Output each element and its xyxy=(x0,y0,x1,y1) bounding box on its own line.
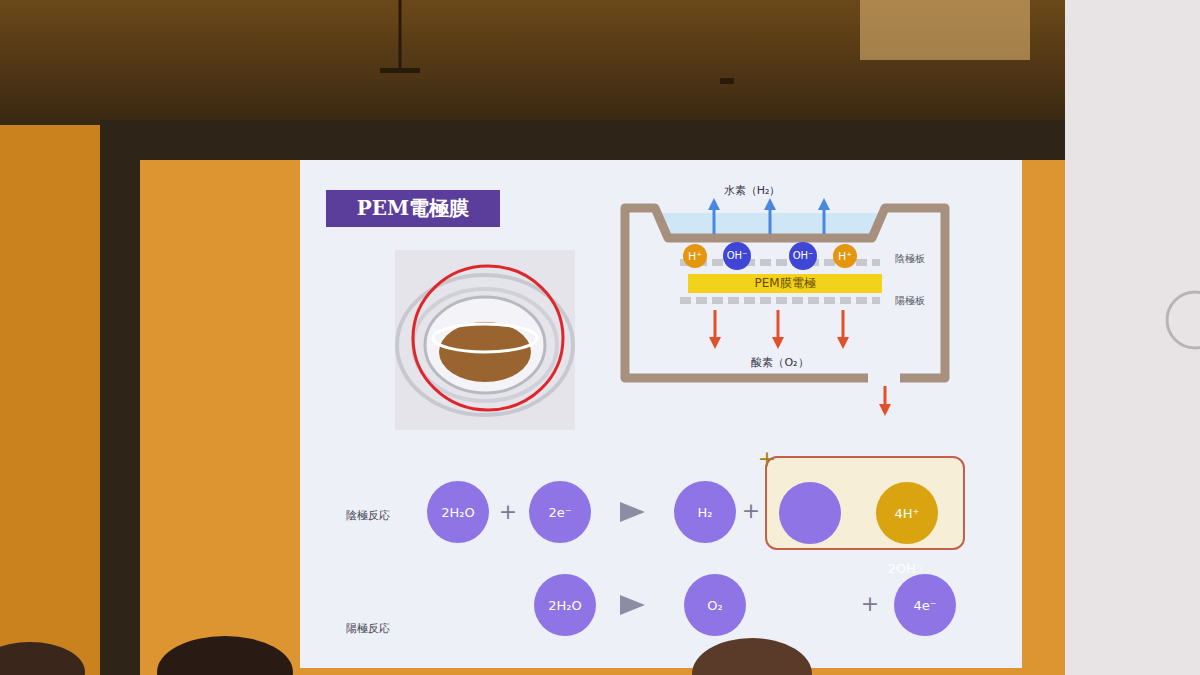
node-text: O₂ xyxy=(707,598,722,613)
ion-circle: H⁺ xyxy=(833,244,857,268)
node-text: OH⁻ xyxy=(727,250,748,261)
electron-circle: 4e⁻ xyxy=(894,574,956,636)
ceiling xyxy=(0,0,1200,125)
device-button xyxy=(1167,292,1200,348)
node-text: H⁺ xyxy=(688,250,702,263)
ion-circle: 4H⁺ xyxy=(876,482,938,544)
node-text: 2H₂O xyxy=(441,505,475,520)
molecule-circle: O₂ xyxy=(684,574,746,636)
molecule-circle: 2H₂O xyxy=(427,481,489,543)
node-text: H₂ xyxy=(698,505,713,520)
gas-label: 酸素（O₂） xyxy=(751,355,808,370)
node-text: PEM膜電極 xyxy=(754,275,815,292)
ceiling-fixture xyxy=(720,78,734,84)
reaction-arrow xyxy=(620,502,645,522)
electron-circle: 2e⁻ xyxy=(529,481,591,543)
slide xyxy=(300,160,1022,668)
node-text: 2H₂O xyxy=(548,598,582,613)
node-text: 4e⁻ xyxy=(913,598,936,613)
ion-circle: 2OH⁻ xyxy=(779,482,841,544)
ceiling-rod xyxy=(399,0,402,70)
plate-label: 陰極板 xyxy=(895,252,925,266)
plus-sign: + xyxy=(861,591,879,616)
audience-head xyxy=(692,638,812,675)
electrolysis-cell xyxy=(625,204,945,410)
molecule-circle: H₂ xyxy=(674,481,736,543)
title-text: PEM電極膜 xyxy=(357,195,469,222)
screen-frame xyxy=(100,120,1100,675)
ceiling-light xyxy=(860,0,1030,60)
title-box: PEM電極膜 xyxy=(326,190,500,227)
node-text: + xyxy=(758,446,776,471)
reaction-label: 陽極反応 xyxy=(346,621,390,636)
plus-sign: + xyxy=(742,498,760,523)
highlight-box: 2OH⁻4H⁺+ xyxy=(765,456,965,550)
water-photo xyxy=(395,250,575,430)
reaction-label: 陰極反応 xyxy=(346,508,390,523)
device-edge xyxy=(1065,0,1200,675)
node-text: H⁺ xyxy=(838,250,852,263)
node-text: 2e⁻ xyxy=(548,505,571,520)
ion-circle: H⁺ xyxy=(683,244,707,268)
node-text: 2OH⁻ xyxy=(887,561,922,576)
node-text: 4H⁺ xyxy=(895,506,920,521)
audience-head xyxy=(157,636,293,675)
membrane-bar: PEM膜電極 xyxy=(688,274,882,293)
audience-head xyxy=(0,642,85,675)
screen xyxy=(140,160,1090,675)
molecule-circle: 2H₂O xyxy=(534,574,596,636)
reaction-arrow xyxy=(620,595,645,615)
node-text: OH⁻ xyxy=(793,250,814,261)
plate-label: 陽極板 xyxy=(895,294,925,308)
gas-label: 水素（H₂） xyxy=(724,183,781,198)
ceiling-fixture xyxy=(380,68,420,73)
plus-sign: + xyxy=(499,499,517,524)
